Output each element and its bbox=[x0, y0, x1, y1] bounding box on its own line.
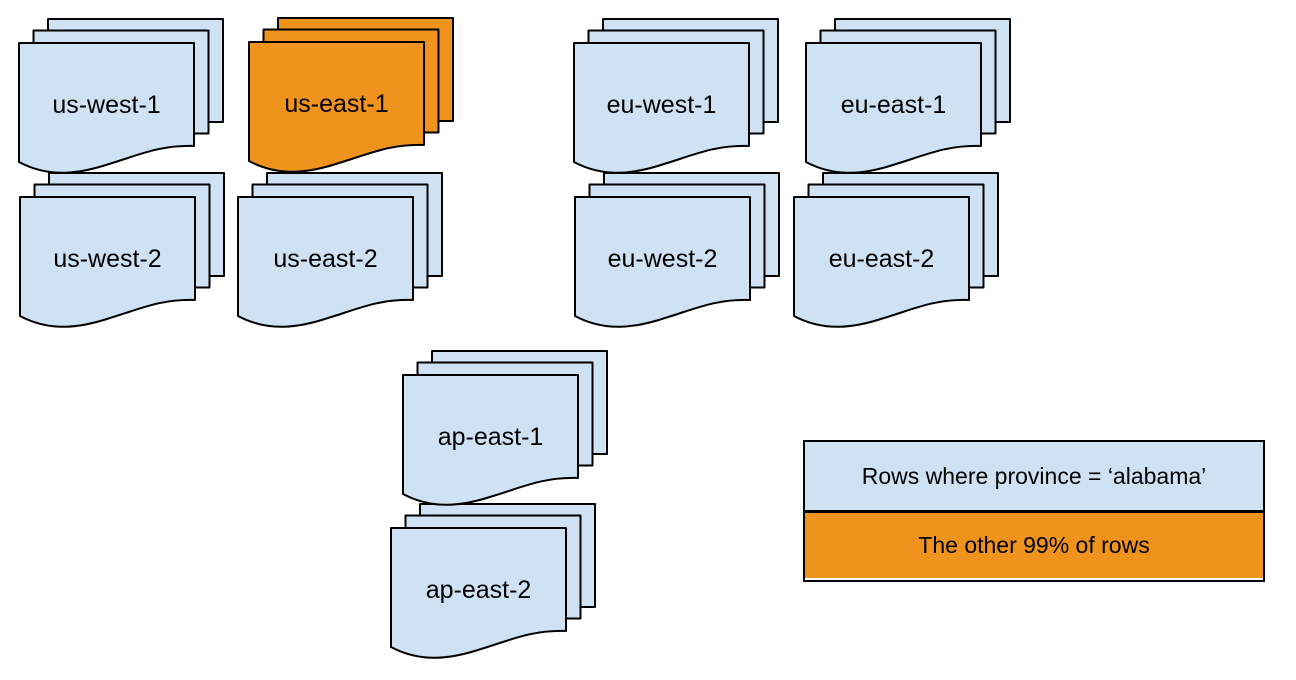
stack-shape-group bbox=[390, 503, 596, 659]
stack-front-document bbox=[248, 41, 425, 173]
document-stack-icon bbox=[573, 18, 779, 174]
stack-shape-group bbox=[248, 17, 454, 173]
document-stack-icon bbox=[237, 172, 443, 328]
stack-front-document bbox=[18, 42, 195, 174]
legend-item-label: The other 99% of rows bbox=[918, 532, 1150, 558]
document-stack-icon bbox=[18, 18, 224, 174]
document-stack-icon bbox=[19, 172, 225, 328]
stack-label: eu-west-1 bbox=[606, 91, 717, 119]
stack-label: eu-east-1 bbox=[840, 91, 947, 119]
stack-shape-group bbox=[574, 172, 780, 328]
stack-shape-group bbox=[402, 350, 608, 506]
stack-front-document bbox=[793, 196, 970, 328]
stack-label: us-west-1 bbox=[52, 91, 161, 119]
stack-label: ap-east-2 bbox=[425, 576, 532, 604]
document-stack-icon bbox=[402, 350, 608, 506]
stack-shape-group bbox=[805, 18, 1011, 174]
region-stack-ap-east-1: ap-east-1 bbox=[402, 350, 608, 508]
region-stack-us-west-1: us-west-1 bbox=[18, 18, 224, 176]
stack-front-document bbox=[573, 42, 750, 174]
legend-item-other-rows: The other 99% of rows bbox=[805, 510, 1263, 578]
region-stack-eu-east-2: eu-east-2 bbox=[793, 172, 999, 330]
stack-label: us-west-2 bbox=[53, 245, 162, 273]
region-stack-eu-west-1: eu-west-1 bbox=[573, 18, 779, 176]
stack-shape-group bbox=[19, 172, 225, 328]
stack-front-document bbox=[574, 196, 751, 328]
document-stack-icon bbox=[574, 172, 780, 328]
stack-shape-group bbox=[237, 172, 443, 328]
document-stack-icon bbox=[248, 17, 454, 173]
stack-front-document bbox=[390, 527, 567, 659]
legend-item-label: Rows where province = ‘alabama’ bbox=[861, 462, 1207, 489]
stack-label: ap-east-1 bbox=[437, 423, 544, 451]
document-stack-icon bbox=[793, 172, 999, 328]
region-stack-eu-east-1: eu-east-1 bbox=[805, 18, 1011, 176]
stack-front-document bbox=[805, 42, 982, 174]
stack-label: us-east-2 bbox=[273, 245, 378, 273]
document-stack-icon bbox=[390, 503, 596, 659]
region-stack-us-east-2: us-east-2 bbox=[237, 172, 443, 330]
region-stack-eu-west-2: eu-west-2 bbox=[574, 172, 780, 330]
stack-shape-group bbox=[793, 172, 999, 328]
document-stack-icon bbox=[805, 18, 1011, 174]
stack-shape-group bbox=[18, 18, 224, 174]
stack-label: eu-east-2 bbox=[828, 245, 935, 273]
legend-item-province-rows: Rows where province = ‘alabama’ bbox=[805, 442, 1263, 510]
region-stack-us-east-1: us-east-1 bbox=[248, 17, 454, 175]
region-stack-ap-east-2: ap-east-2 bbox=[390, 503, 596, 661]
stack-label: eu-west-2 bbox=[607, 245, 718, 273]
region-stack-us-west-2: us-west-2 bbox=[19, 172, 225, 330]
stack-label: us-east-1 bbox=[284, 90, 389, 118]
stack-shape-group bbox=[573, 18, 779, 174]
stack-front-document bbox=[237, 196, 414, 328]
stack-front-document bbox=[402, 374, 579, 506]
legend: Rows where province = ‘alabama’ The othe… bbox=[803, 440, 1265, 582]
stack-front-document bbox=[19, 196, 196, 328]
